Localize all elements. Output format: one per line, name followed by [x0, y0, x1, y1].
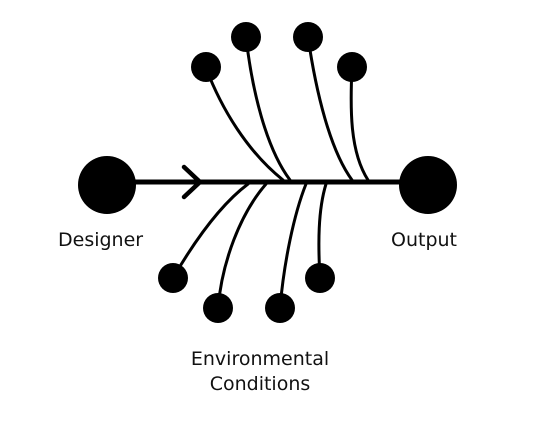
lower-node-2	[203, 293, 233, 323]
influence-label: Environmental Conditions	[180, 347, 340, 396]
upper-branch-1	[204, 66, 285, 182]
upper-node-4	[337, 52, 367, 82]
influence-label-line-2: Conditions	[209, 372, 311, 395]
source-node	[78, 156, 136, 214]
lower-branch-2	[216, 182, 268, 310]
upper-node-2	[231, 22, 261, 52]
lower-node-4	[305, 263, 335, 293]
target-label: Output	[391, 229, 457, 251]
upper-node-3	[293, 22, 323, 52]
lower-branches	[171, 182, 328, 310]
source-label: Designer	[58, 229, 144, 251]
target-node	[399, 156, 457, 214]
upper-branch-3	[306, 35, 354, 182]
upper-node-1	[191, 52, 221, 82]
lower-node-3	[265, 293, 295, 323]
arrowhead-right-icon	[181, 164, 203, 200]
lower-node-1	[158, 263, 188, 293]
lower-branch-3	[278, 182, 308, 310]
upper-branch-2	[244, 35, 292, 182]
branch-nodes	[158, 22, 367, 323]
influence-label-line-1: Environmental	[190, 348, 330, 370]
upper-branch-4	[349, 65, 370, 182]
